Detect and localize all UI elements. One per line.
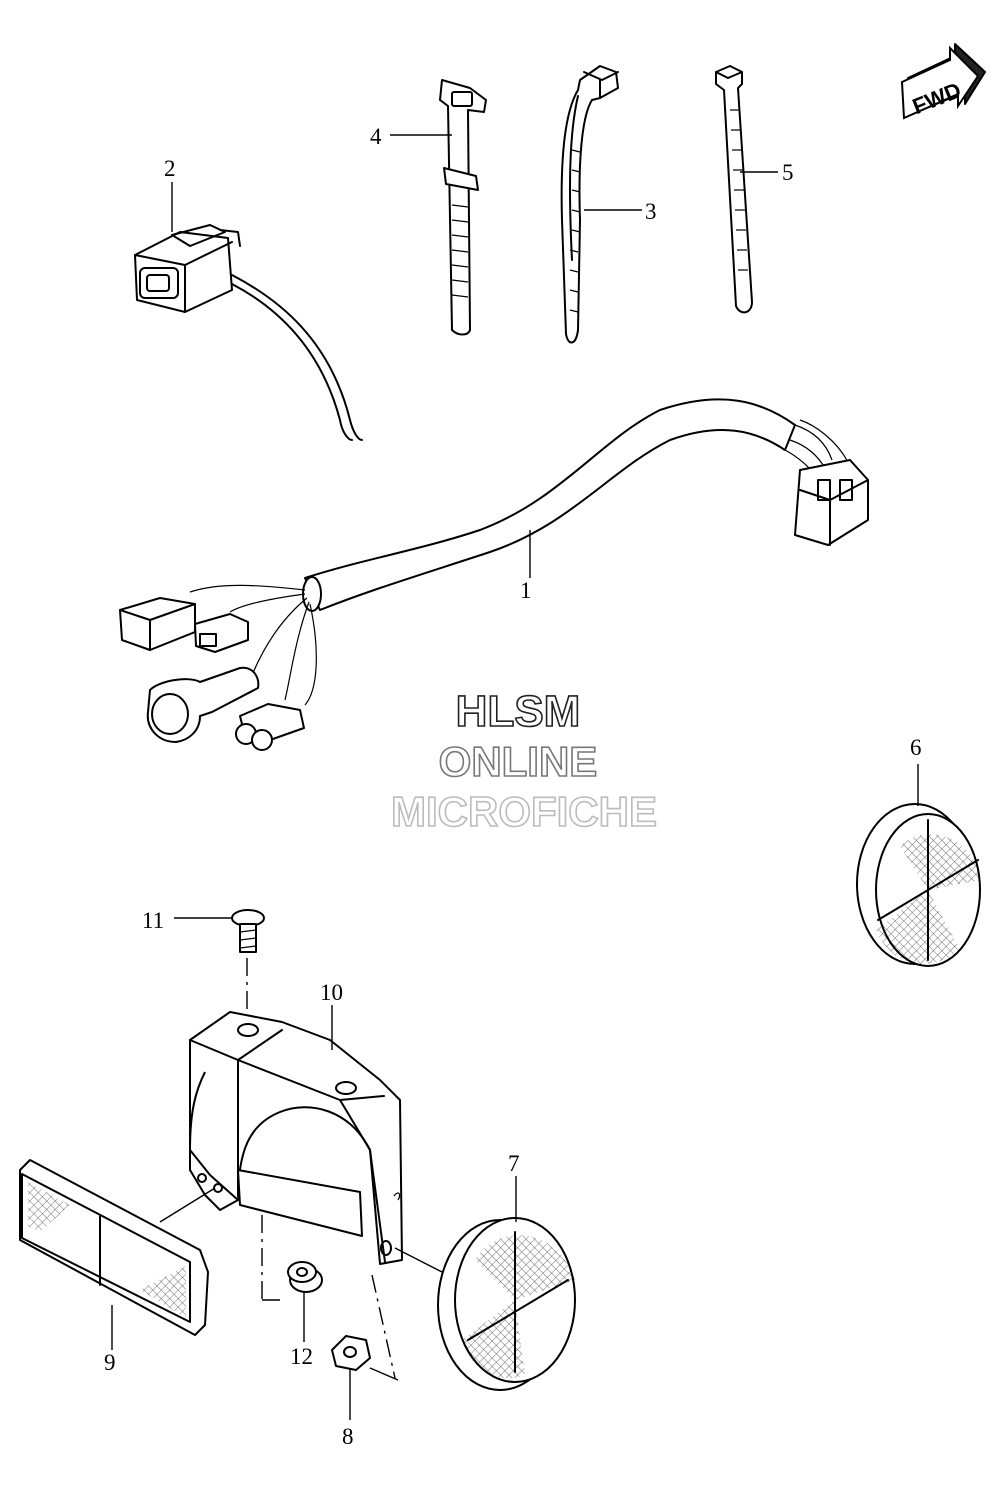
callout-11: 11 bbox=[142, 908, 164, 933]
part-2-connector bbox=[134, 224, 363, 441]
callout-3: 3 bbox=[645, 199, 657, 224]
callout-10: 10 bbox=[320, 980, 343, 1005]
watermark-line-3: MICROFICHE bbox=[391, 788, 657, 835]
part-3-clamp bbox=[560, 65, 619, 344]
part-6-round-reflector bbox=[856, 803, 981, 967]
part-4-tie-band bbox=[439, 79, 487, 336]
part-7-round-reflector bbox=[437, 1217, 576, 1391]
watermark: HLSM ONLINE MICROFICHE bbox=[390, 686, 658, 836]
part-8-nut bbox=[331, 1335, 371, 1371]
callout-2: 2 bbox=[164, 156, 176, 181]
part-5-cable-tie bbox=[715, 65, 753, 314]
callout-8: 8 bbox=[342, 1424, 354, 1449]
fwd-arrow: FWD bbox=[900, 43, 986, 120]
callout-9: 9 bbox=[104, 1350, 116, 1375]
callout-1: 1 bbox=[520, 578, 532, 603]
part-10-bracket bbox=[189, 1011, 403, 1265]
callout-4: 4 bbox=[370, 124, 382, 149]
part-11-screw bbox=[231, 909, 265, 953]
part-9-rect-reflector bbox=[19, 1159, 209, 1336]
part-1-wiring-harness bbox=[119, 398, 869, 751]
callout-labels: 1 2 3 4 5 6 7 8 9 10 11 12 bbox=[104, 124, 922, 1449]
watermark-line-1: HLSM bbox=[456, 687, 581, 736]
part-12-collar bbox=[287, 1261, 323, 1293]
leader-lines bbox=[111, 134, 919, 1420]
callout-7: 7 bbox=[508, 1151, 520, 1176]
callout-5: 5 bbox=[782, 160, 794, 185]
callout-12: 12 bbox=[290, 1344, 313, 1369]
watermark-line-2: ONLINE bbox=[439, 738, 598, 785]
callout-6: 6 bbox=[910, 735, 922, 760]
